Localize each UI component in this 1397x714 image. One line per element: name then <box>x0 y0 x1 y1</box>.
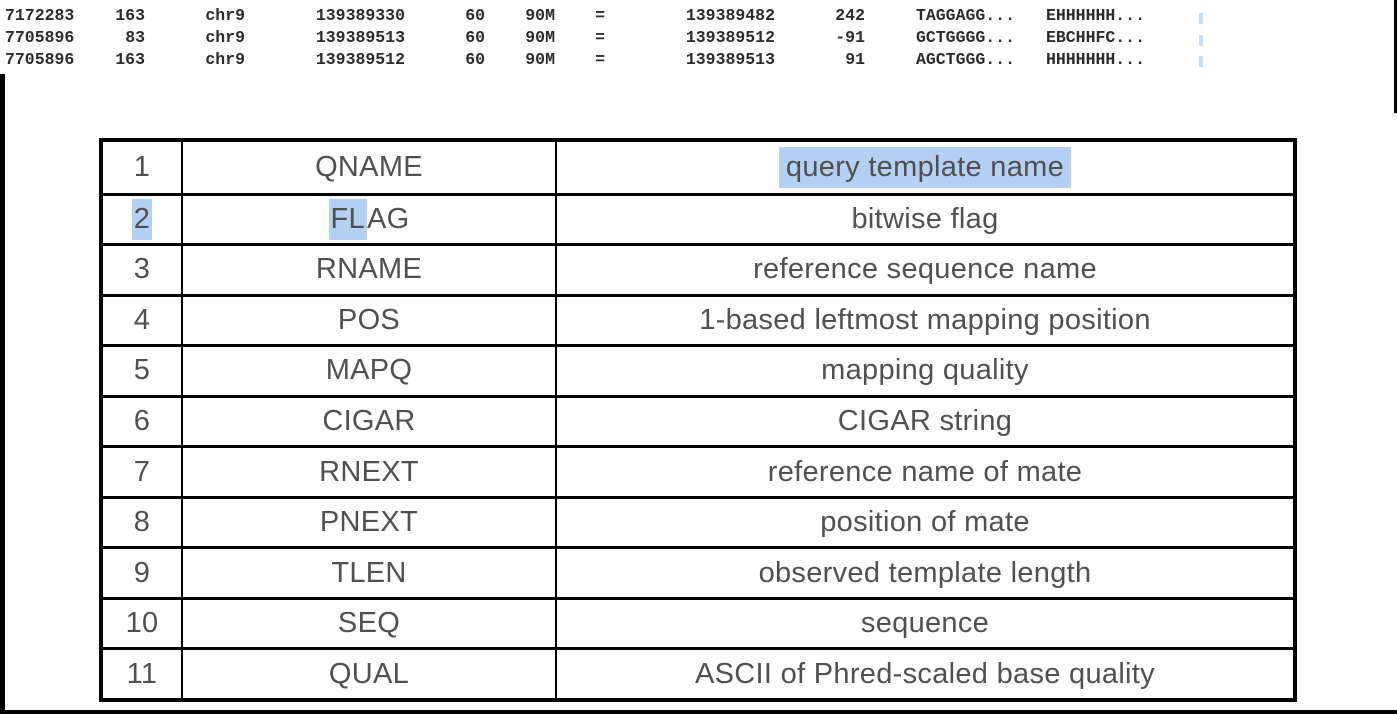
sam-field-qname: 7172283 <box>5 6 75 25</box>
field-name-cell: SEQ <box>183 599 557 648</box>
sam-field-tlen: 91 <box>845 50 865 69</box>
row-number-cell: 6 <box>103 397 183 446</box>
field-description-cell: observed template length <box>758 556 1092 589</box>
sam-field-rnext: = <box>595 6 605 25</box>
sam-field-rnext: = <box>595 50 605 69</box>
sam-field-pnext: 139389482 <box>685 6 775 25</box>
field-name-cell: PNEXT <box>183 498 557 547</box>
field-description-cell: mapping quality <box>821 354 1029 387</box>
field-name-cell: TLEN <box>183 549 557 597</box>
sam-field-cigar: 90M <box>525 28 555 47</box>
sam-field-cigar: 90M <box>525 50 555 69</box>
sam-field-qname: 7705896 <box>5 50 75 69</box>
sam-field-rname: chr9 <box>205 28 245 47</box>
sam-field-seq: TAGGAGG... <box>915 6 1015 25</box>
sam-field-seq: AGCTGGG... <box>915 50 1015 69</box>
field-name-cell: QNAME <box>183 142 557 193</box>
sam-field-pos: 139389513 <box>315 28 405 47</box>
sam-field-flag: 163 <box>115 6 145 25</box>
sam-field-flag: 163 <box>115 50 145 69</box>
selection-artifact <box>1199 56 1203 67</box>
field-description-cell: ASCII of Phred-scaled base quality <box>695 657 1155 690</box>
sam-field-cigar: 90M <box>525 6 555 25</box>
page-frame-left-border <box>0 74 5 714</box>
row-number-cell: 11 <box>103 650 183 698</box>
selection-artifact <box>1199 13 1203 24</box>
field-name-cell: QUAL <box>183 650 557 698</box>
sam-record-line: 7172283 163 chr9 139389330 60 90M = 139389482 24… <box>5 5 1145 27</box>
row-number-cell: 8 <box>103 498 183 547</box>
sam-record-line: 7705896 83 chr9 139389513 60 90M = 139389512 -91… <box>5 27 1145 49</box>
row-number-cell: 4 <box>103 296 183 345</box>
field-name-cell: RNAME <box>183 246 557 294</box>
page-frame-bottom-border <box>0 710 1397 714</box>
page-frame-right-border <box>1394 0 1397 113</box>
row-number-cell: 7 <box>103 448 183 496</box>
sam-records-block: 7172283 163 chr9 139389330 60 90M = 139389482 24… <box>5 5 1145 71</box>
sam-field-mapq: 60 <box>465 50 485 69</box>
field-description-cell: CIGAR string <box>837 404 1013 437</box>
row-number-cell: 5 <box>103 347 183 395</box>
sam-field-rname: chr9 <box>205 6 245 25</box>
field-name-cell: POS <box>183 296 557 345</box>
sam-field-pos: 139389330 <box>315 6 405 25</box>
field-description-cell: 1-based leftmost mapping position <box>699 303 1151 336</box>
sam-record-line: 7705896 163 chr9 139389512 60 90M = 139389513 91… <box>5 49 1145 71</box>
sam-field-rnext: = <box>595 28 605 47</box>
sam-field-rname: chr9 <box>205 50 245 69</box>
row-number-cell: 10 <box>103 599 183 648</box>
field-description-cell: reference name of mate <box>767 455 1083 488</box>
field-description-cell: bitwise flag <box>851 202 999 235</box>
sam-field-qual: HHHHHHH... <box>1045 50 1145 69</box>
selection-highlight: FL <box>328 198 367 240</box>
sam-field-qual: EHHHHHH... <box>1045 6 1145 25</box>
sam-field-pnext: 139389512 <box>685 28 775 47</box>
selection-highlight: query template name <box>778 146 1072 188</box>
selection-artifact <box>1199 35 1203 46</box>
sam-field-tlen: -91 <box>835 28 865 47</box>
sam-field-tlen: 242 <box>835 6 865 25</box>
field-description-cell: query template name <box>557 142 1293 193</box>
sam-field-qual: EBCHHFC... <box>1045 28 1145 47</box>
row-number-cell: 3 <box>103 246 183 294</box>
sam-field-pnext: 139389513 <box>685 50 775 69</box>
row-number-cell: 2 <box>103 195 183 244</box>
field-description-cell: position of mate <box>820 506 1030 539</box>
field-name-cell: RNEXT <box>183 448 557 496</box>
field-description-cell: sequence <box>860 607 990 640</box>
field-name-cell: CIGAR <box>183 397 557 446</box>
sam-field-flag: 83 <box>125 28 145 47</box>
field-name-cell: MAPQ <box>183 347 557 395</box>
field-description-cell: reference sequence name <box>753 253 1097 286</box>
sam-field-pos: 139389512 <box>315 50 405 69</box>
sam-field-seq: GCTGGGG... <box>915 28 1015 47</box>
sam-field-mapq: 60 <box>465 28 485 47</box>
sam-field-mapq: 60 <box>465 6 485 25</box>
selection-highlight: 2 <box>131 198 153 240</box>
row-number-cell: 9 <box>103 549 183 597</box>
sam-field-qname: 7705896 <box>5 28 75 47</box>
row-number-cell: 1 <box>103 142 183 193</box>
